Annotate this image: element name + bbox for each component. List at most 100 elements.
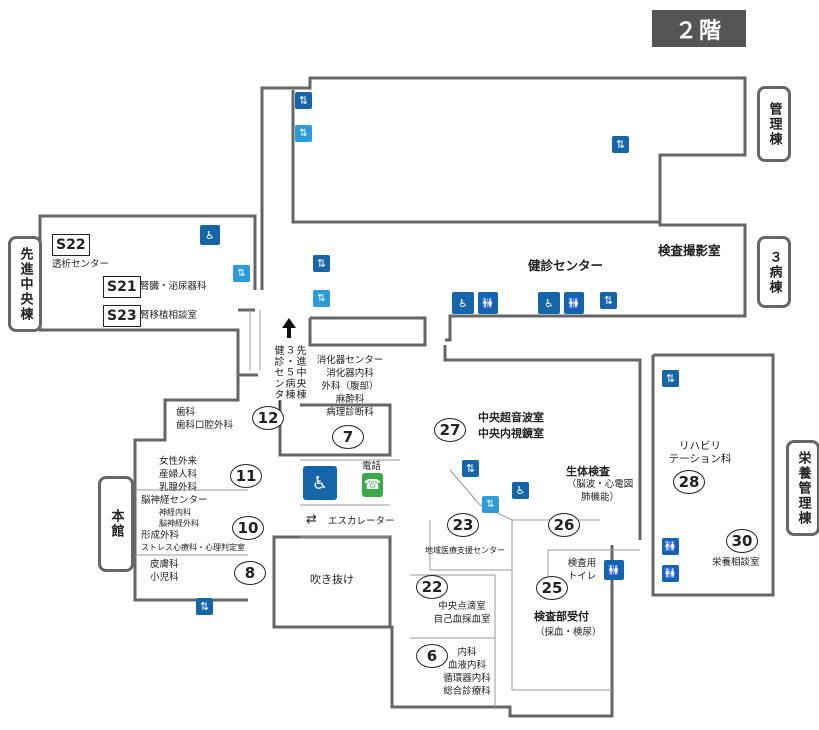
room-shokaki: 消化器センター 消化器内科 外科（腹部） 麻酔科 病理診断科 (313, 354, 387, 419)
elevator-icon: ⇅ (233, 265, 250, 282)
chuo-line-0: 中央超音波室 (478, 411, 544, 424)
room-kensa-satsuei: 検査撮影室 (658, 243, 721, 258)
room-number-7: 7 (332, 425, 364, 449)
chuo-line-1: 中央内視鏡室 (478, 427, 544, 440)
shokaki-line-4: 病理診断科 (326, 407, 374, 418)
hifu-line-1: 小児科 (150, 572, 179, 583)
shokaki-line-1: 消化器内科 (326, 368, 374, 379)
tenteki-line-1: 自己血採血室 (433, 614, 491, 625)
room-number-12: 12 (252, 406, 284, 430)
atrium-label: 吹き抜け (310, 573, 354, 586)
room-chuo: 中央超音波室 中央内視鏡室 (478, 410, 544, 442)
room-label-s22: 透析センター (52, 259, 110, 270)
arrow-note-2: ３・５病棟 (283, 345, 294, 400)
room-tenteki: 中央点滴室 自己血採血室 (427, 600, 497, 626)
noshinkei-line-2: 脳神経外科 (159, 519, 199, 528)
escalator-icon: ⇄ (306, 512, 317, 527)
stairs-icon: ⇅ (600, 292, 617, 309)
seitai-sub-line-1: 肺機能） (580, 492, 619, 503)
shika-line-1: 歯科口腔外科 (176, 420, 234, 431)
shokaki-line-3: 麻酔科 (335, 394, 365, 405)
stairs-icon: ⇅ (462, 460, 479, 477)
arrow-note-1: 先進中央棟 (294, 345, 305, 400)
noshinkei-line-3: 形成外科 (141, 530, 180, 541)
building-tab-kanri[interactable]: 管理棟 (757, 86, 791, 162)
elevator-icon: ⇅ (295, 125, 312, 142)
direction-arrow-shaft (287, 328, 291, 338)
shokaki-line-0: 消化器センター (316, 355, 384, 366)
wheelchair-toilet-icon: ♿ (303, 466, 337, 500)
room-hifu: 皮膚科 小児科 (150, 558, 179, 584)
naika-line-3: 総合診療科 (443, 686, 491, 697)
restroom-icon: 🚻 (662, 538, 679, 555)
room-kenshin-center: 健診センター (528, 258, 604, 273)
phone-icon: ☎ (362, 473, 383, 497)
stairs-icon: ⇅ (196, 598, 213, 615)
room-number-8: 8 (234, 561, 266, 585)
room-number-26: 26 (548, 513, 580, 537)
room-number-28: 28 (673, 470, 705, 494)
naika-line-1: 血液内科 (447, 660, 486, 671)
elevator-icon: ⇅ (482, 496, 499, 513)
wheelchair-toilet-icon: ♿ (538, 292, 560, 314)
room-code-s22: S22 (52, 234, 90, 256)
room-kensa-toilet: 検査用 トイレ (562, 557, 602, 583)
room-noshinkei: 脳神経センター 神経内科 脳神経外科 形成外科 ストレス心療科・心理判定室 (141, 494, 245, 553)
seitai-sub-line-0: （脳波・心電図 (566, 479, 634, 490)
naika-line-0: 内科 (457, 647, 477, 658)
josei-line-1: 産婦人科 (158, 469, 197, 480)
kensa-toilet-line-1: トイレ (567, 571, 597, 582)
stairs-icon: ⇅ (612, 136, 629, 153)
restroom-icon: 🚻 (478, 292, 498, 314)
room-josei: 女性外来 産婦人科 乳腺外科 (140, 455, 216, 494)
wheelchair-toilet-icon: ♿ (452, 292, 474, 314)
building-tab-sentan[interactable]: 先進中央棟 (8, 236, 42, 332)
building-tab-honkan[interactable]: 本館 (98, 476, 134, 572)
stairs-icon: ⇅ (662, 370, 679, 387)
room-number-30: 30 (726, 529, 758, 553)
room-rehab: リハビリ テーション科 (660, 440, 740, 466)
noshinkei-line-0: 脳神経センター (141, 495, 208, 506)
noshinkei-line-1: 神経内科 (159, 508, 191, 517)
room-uketsuke: 検査部受付 (534, 610, 589, 623)
noshinkei-line-4: ストレス心療科・心理判定室 (141, 543, 245, 552)
room-number-10: 10 (232, 516, 264, 540)
restroom-icon: 🚻 (662, 565, 679, 582)
building-tab-eiyo[interactable]: 栄養管理棟 (786, 440, 819, 536)
wheelchair-toilet-icon: ♿ (200, 225, 220, 245)
josei-line-0: 女性外来 (158, 456, 197, 467)
tenteki-line-0: 中央点滴室 (438, 601, 486, 612)
room-eiyo-sodan: 栄養相談室 (712, 557, 760, 568)
shika-line-0: 歯科 (176, 407, 196, 418)
elevator-icon: ⇅ (313, 290, 330, 307)
shokaki-line-2: 外科（腹部） (321, 381, 379, 392)
stairs-icon: ⇅ (295, 92, 312, 109)
restroom-icon: 🚻 (604, 560, 624, 580)
room-seitai: 生体検査 (566, 465, 610, 478)
rehab-line-1: テーション科 (668, 453, 732, 465)
room-number-22: 22 (416, 575, 448, 599)
phone-label: 電話 (362, 461, 382, 472)
building-tab-byoto3[interactable]: ３病棟 (757, 236, 791, 308)
rehab-line-0: リハビリ (679, 440, 721, 452)
room-label-s23: 腎移植相談室 (140, 310, 198, 321)
room-number-11: 11 (230, 464, 262, 488)
room-code-s21: S21 (103, 276, 141, 298)
room-code-s23: S23 (103, 305, 141, 327)
room-shika: 歯科 歯科口腔外科 (176, 406, 233, 432)
room-number-27: 27 (434, 418, 466, 442)
arrow-note-3: 健診センター (272, 345, 283, 411)
room-number-6: 6 (416, 644, 448, 668)
hifu-line-0: 皮膚科 (150, 559, 179, 570)
room-number-23: 23 (447, 513, 479, 537)
room-chiiki: 地域医療支援センター (425, 546, 505, 555)
naika-line-2: 循環器内科 (443, 673, 491, 684)
room-uketsuke-sub: （採血・検尿） (535, 627, 602, 638)
josei-line-2: 乳腺外科 (158, 482, 197, 493)
stairs-icon: ⇅ (313, 255, 330, 272)
room-naika: 内科 血液内科 循環器内科 総合診療科 (437, 646, 497, 698)
escalator-label: エスカレーター (328, 516, 395, 527)
restroom-icon: 🚻 (564, 292, 584, 314)
room-number-25: 25 (536, 576, 568, 600)
